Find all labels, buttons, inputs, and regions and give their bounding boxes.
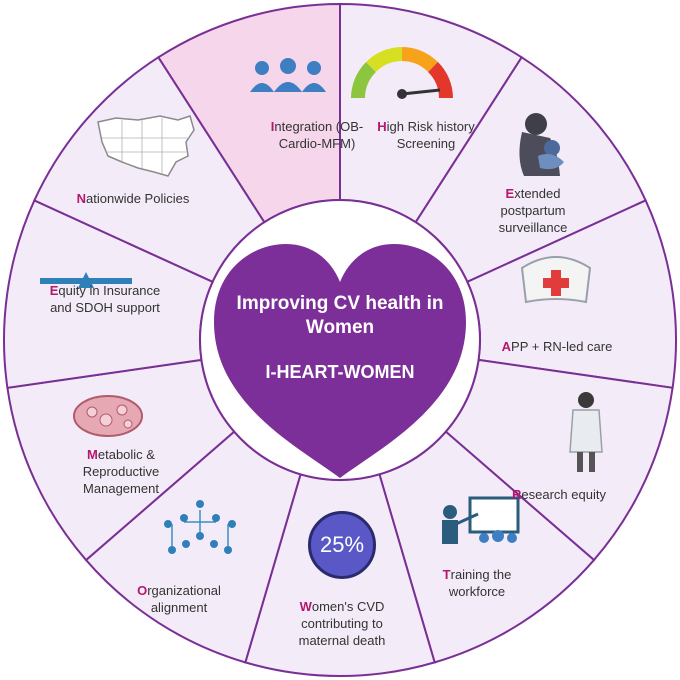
percent-badge-text: 25% bbox=[319, 532, 365, 557]
segment-label-high-risk: High Risk history Screening bbox=[367, 118, 485, 152]
segment-text: raining the workforce bbox=[448, 567, 512, 599]
segment-label-integration: Integration (OB-Cardio-MFM) bbox=[258, 118, 376, 152]
segment-initial: N bbox=[76, 191, 87, 206]
segment-text: xtended postpartum surveillance bbox=[498, 186, 568, 235]
segment-initial: M bbox=[87, 447, 98, 462]
segment-label-extended: Extended postpartum surveillance bbox=[474, 185, 592, 236]
segment-label-organizational: Organizational alignment bbox=[120, 582, 238, 616]
segment-initial: W bbox=[299, 599, 312, 614]
people-group-icon bbox=[250, 58, 326, 92]
segment-initial: H bbox=[377, 119, 387, 134]
segment-initial: I bbox=[270, 119, 275, 134]
segment-text: quity in Insurance and SDOH support bbox=[50, 283, 161, 315]
mother-baby-icon bbox=[519, 113, 564, 176]
percent-badge-icon: 25% bbox=[308, 511, 376, 579]
segment-label-app-rn: APP + RN-led care bbox=[498, 338, 616, 355]
segment-text: ationwide Policies bbox=[86, 191, 190, 206]
segment-label-research: Research equity bbox=[500, 486, 618, 503]
segment-text: PP + RN-led care bbox=[511, 339, 613, 354]
org-network-icon bbox=[164, 500, 236, 554]
segment-initial: O bbox=[137, 583, 148, 598]
segment-label-nationwide: Nationwide Policies bbox=[74, 190, 192, 207]
us-map-icon bbox=[97, 115, 195, 177]
segment-label-equity: Equity in Insurance and SDOH support bbox=[46, 282, 164, 316]
heart-shape bbox=[214, 244, 466, 478]
segment-initial: E bbox=[505, 186, 515, 201]
center-subtitle: I-HEART-WOMEN bbox=[265, 362, 415, 382]
segment-text: esearch equity bbox=[521, 487, 606, 502]
teacher-board-icon bbox=[442, 496, 520, 544]
segment-initial: T bbox=[442, 567, 451, 582]
segment-initial: E bbox=[49, 283, 59, 298]
segment-text: rganizational alignment bbox=[147, 583, 221, 615]
segment-text: ntegration (OB-Cardio-MFM) bbox=[274, 119, 364, 151]
segment-label-metabolic: Metabolic & Reproductive Management bbox=[62, 446, 180, 497]
segment-label-womens-cvd: Women's CVD contributing to maternal dea… bbox=[283, 598, 401, 649]
segment-text: igh Risk history Screening bbox=[386, 119, 475, 151]
segment-text: etabolic & Reproductive Management bbox=[82, 447, 160, 496]
segment-initial: A bbox=[501, 339, 512, 354]
center-title: Improving CV health in Women bbox=[236, 293, 444, 338]
segment-initial: R bbox=[512, 487, 522, 502]
segment-label-training: Training the workforce bbox=[418, 566, 536, 600]
gauge-icon bbox=[351, 47, 453, 99]
nurse-cap-icon bbox=[520, 256, 592, 304]
balance-scale-icon bbox=[40, 272, 132, 288]
ovary-tissue-icon bbox=[73, 395, 143, 437]
segment-text: omen's CVD contributing to maternal deat… bbox=[298, 599, 386, 648]
scientist-icon bbox=[569, 392, 603, 472]
